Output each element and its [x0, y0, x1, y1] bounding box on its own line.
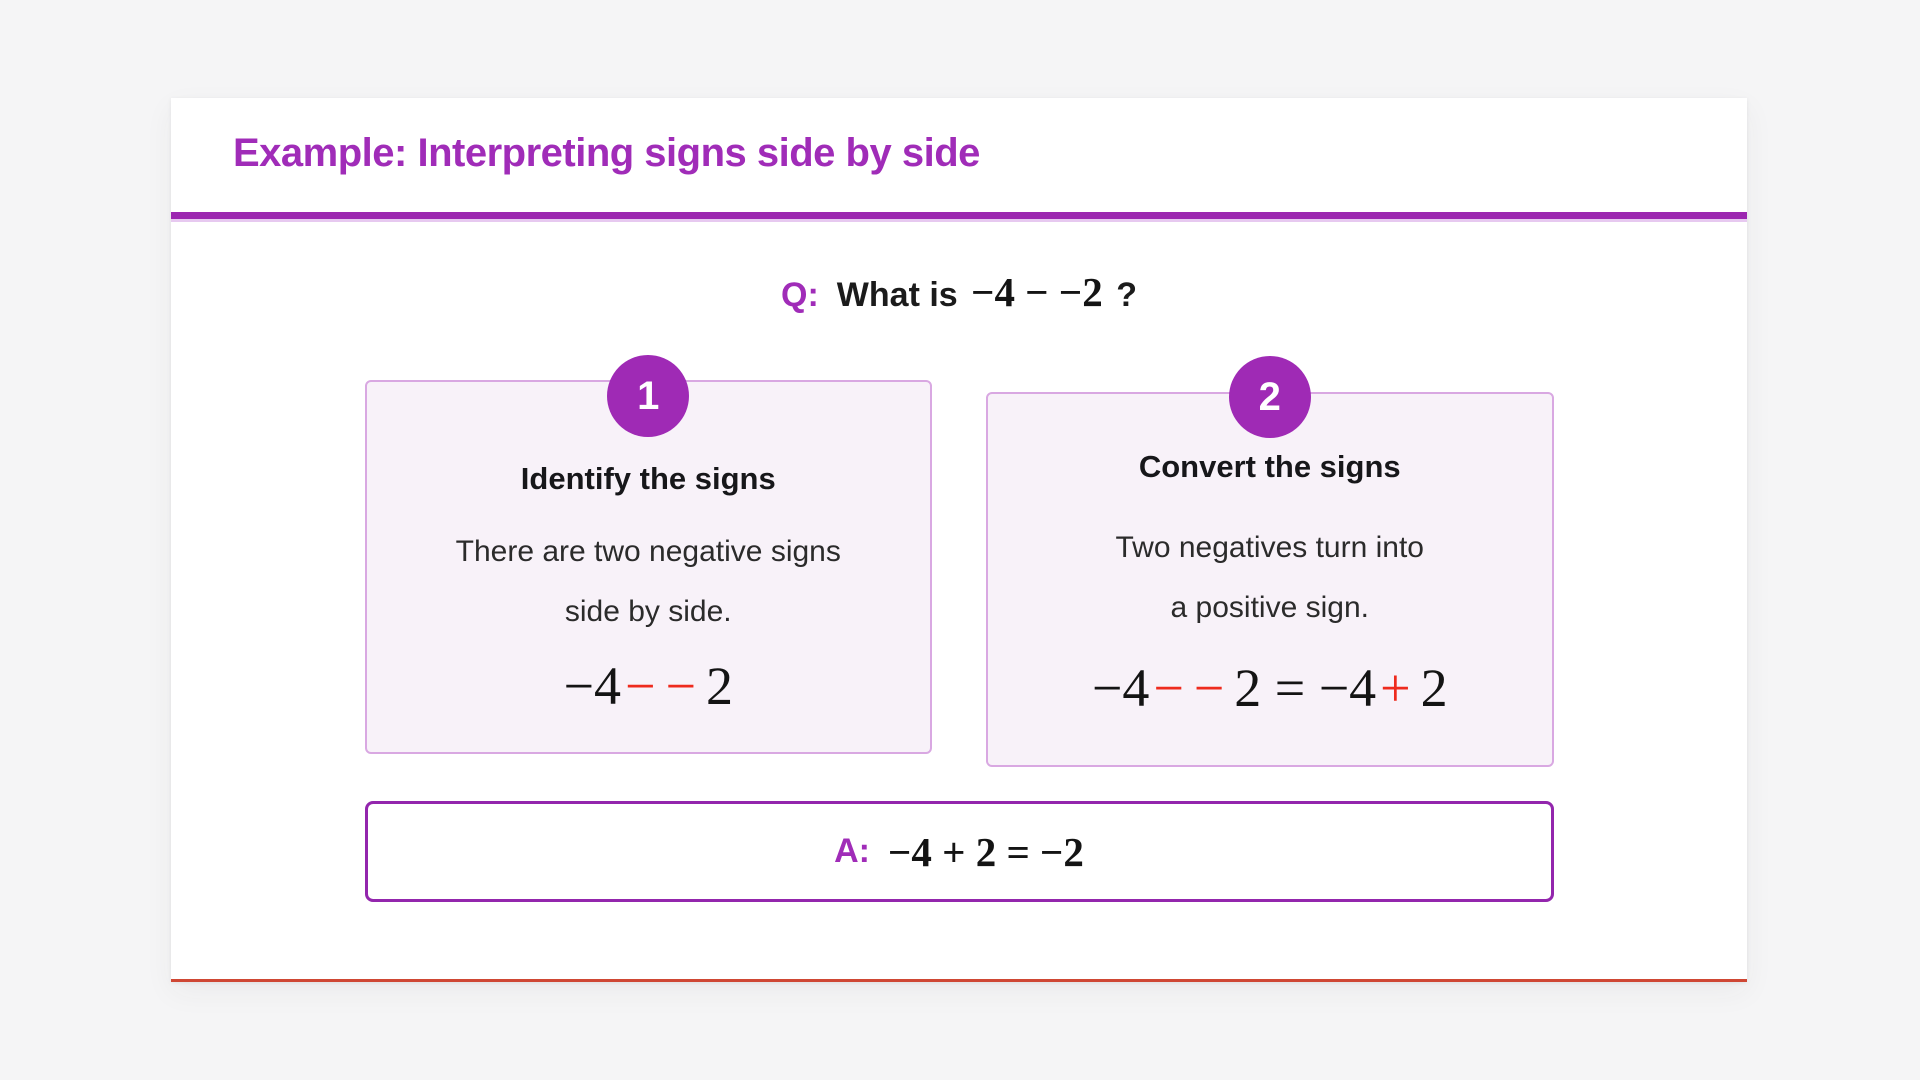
steps-row: 1 Identify the signs There are two negat… [364, 355, 1554, 767]
math-segment-highlighted: −− [1153, 658, 1235, 718]
step-1-body-line: There are two negative signs [455, 535, 841, 568]
title-divider-underline [171, 219, 1747, 222]
step-2-body-line: Two negatives turn into [1115, 531, 1424, 564]
step-2-number-badge: 2 [1228, 356, 1311, 438]
example-card: Example: Interpreting signs side by side… [171, 98, 1747, 982]
math-segment-highlighted: −− [625, 656, 706, 716]
step-box-convert-signs: 2 Convert the signs Two negatives turn i… [986, 356, 1554, 767]
step-2-math-expression: −4−−2 = −4+2 [988, 656, 1552, 720]
math-segment: 2 [1420, 658, 1448, 718]
math-segment: 2 = −4 [1234, 658, 1377, 718]
math-segment-highlighted: + [1380, 658, 1421, 718]
question-prefix: What is [836, 276, 958, 314]
step-2-number: 2 [1258, 375, 1281, 419]
page-title: Example: Interpreting signs side by side [233, 131, 980, 175]
step-1-math-expression: −4−−2 [367, 654, 931, 718]
math-segment: −4 [1091, 658, 1150, 718]
math-segment: −4 [563, 656, 622, 716]
question-label: Q: [781, 276, 819, 314]
step-1-number: 1 [637, 374, 660, 418]
question-text: What is −4 − −2 ? [837, 268, 1137, 316]
step-1-body: There are two negative signs side by sid… [367, 522, 931, 642]
question-math: −4 − −2 [971, 269, 1103, 315]
step-2-title: Convert the signs [1138, 449, 1401, 484]
step-1-body-line: side by side. [564, 595, 732, 628]
step-box-identify-signs: 1 Identify the signs There are two negat… [364, 355, 932, 754]
answer-label: A: [834, 832, 870, 870]
math-segment: 2 [705, 656, 733, 716]
question-suffix: ? [1116, 276, 1137, 314]
title-divider [171, 212, 1747, 219]
step-2-body-line: a positive sign. [1170, 591, 1369, 624]
card-header: Example: Interpreting signs side by side [171, 98, 1747, 174]
question-row: Q: What is −4 − −2 ? [171, 268, 1747, 318]
step-1-title: Identify the signs [520, 461, 776, 496]
answer-math-expression: −4 + 2 = −2 [887, 828, 1084, 875]
step-2-body: Two negatives turn into a positive sign. [988, 518, 1552, 638]
step-1-number-badge: 1 [607, 355, 690, 437]
answer-box: A: −4 + 2 = −2 [364, 801, 1554, 902]
